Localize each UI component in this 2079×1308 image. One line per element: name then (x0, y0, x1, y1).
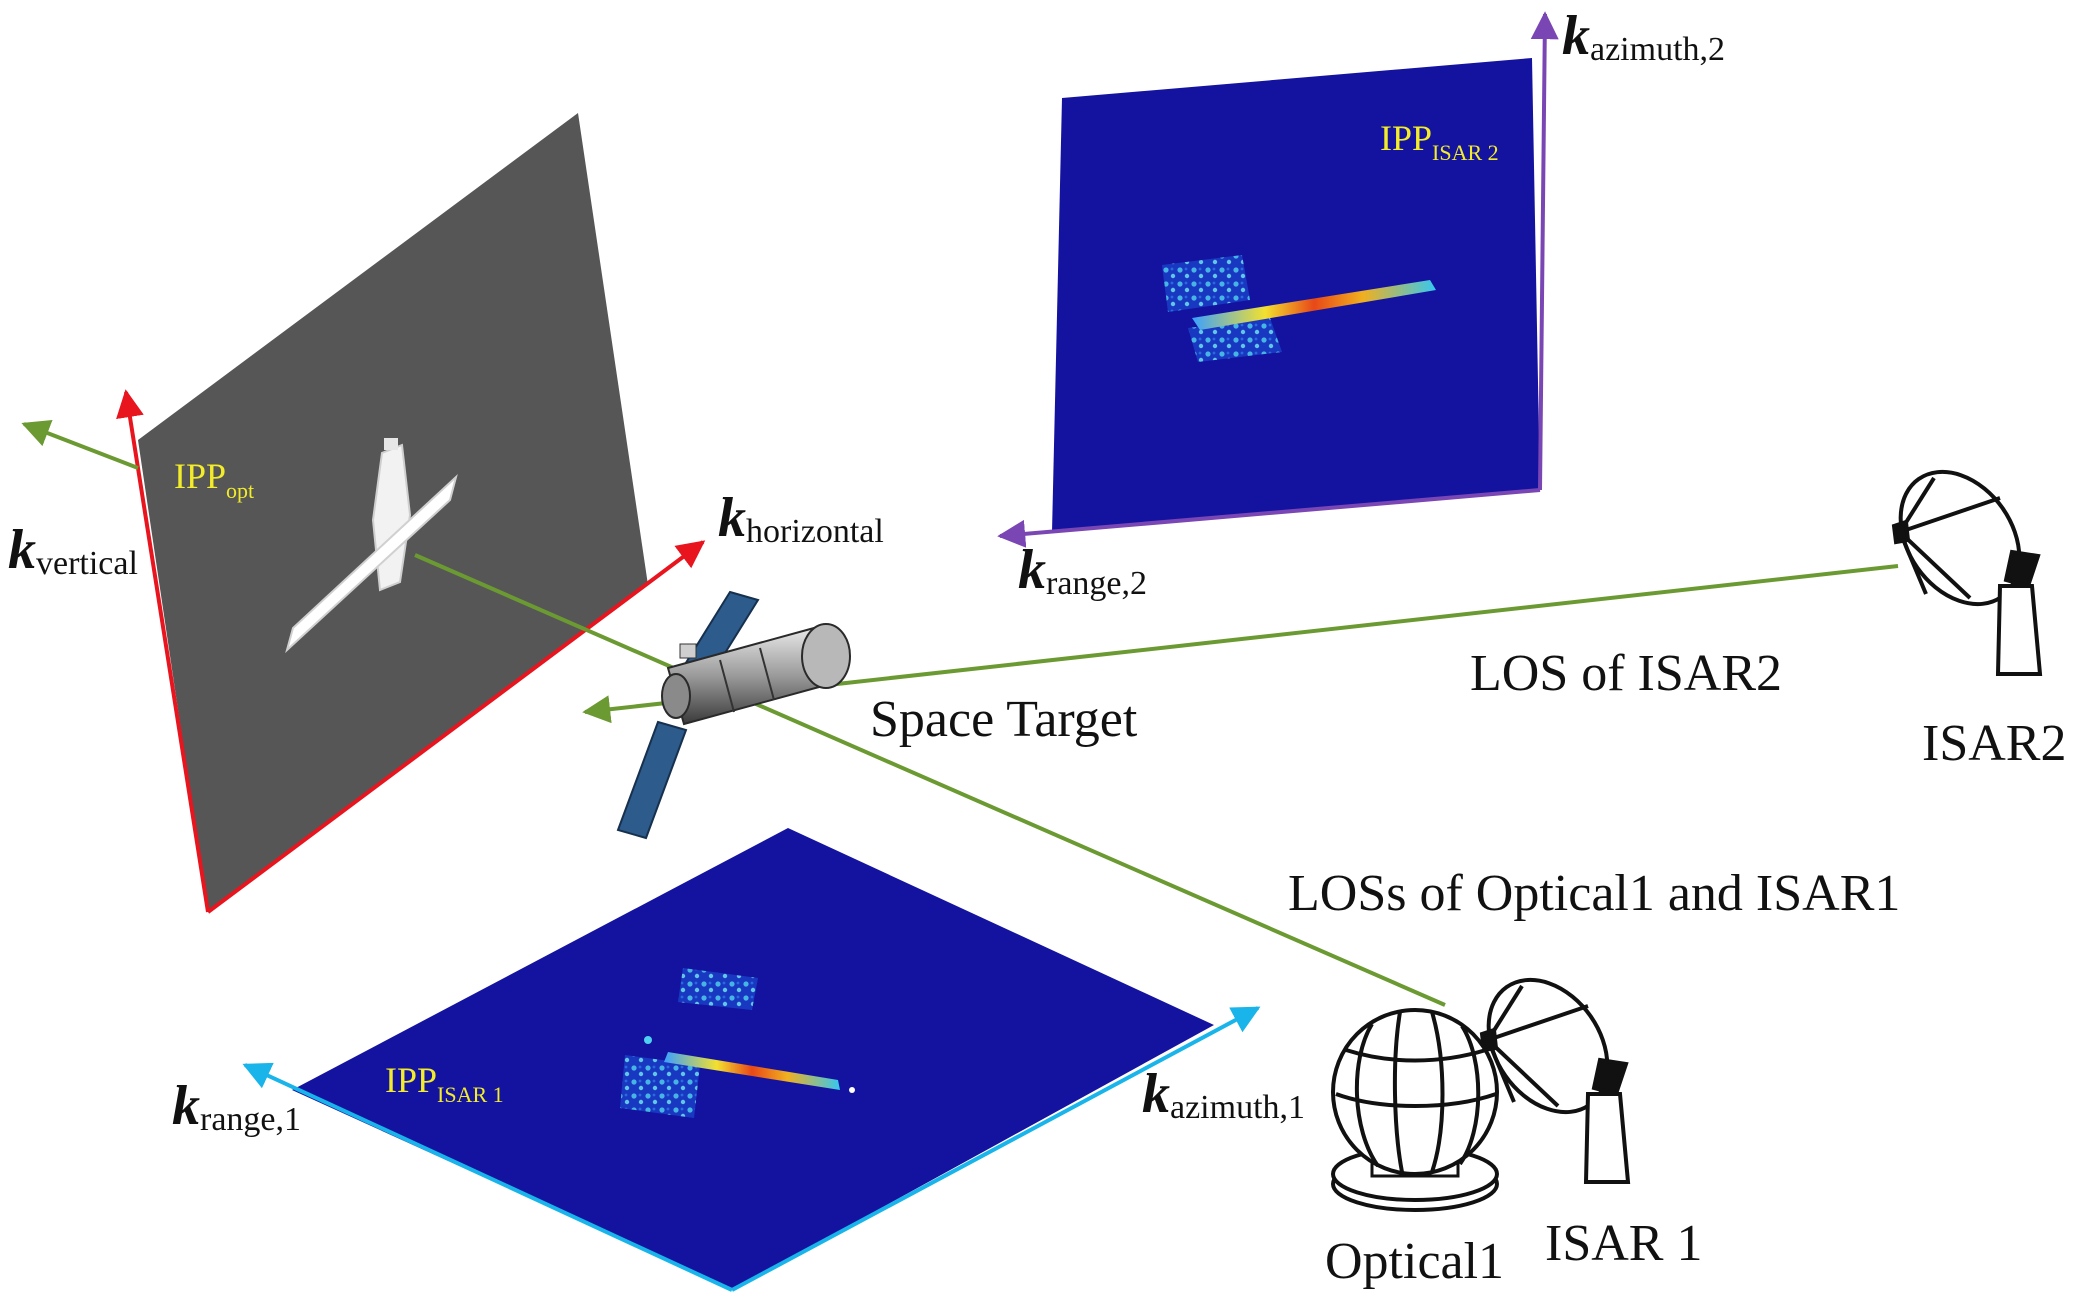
isar1-label: ISAR 1 (1545, 1215, 1702, 1272)
k-horizontal-label: khorizontal (718, 487, 884, 550)
isar1-plane-surface (292, 828, 1214, 1290)
isar2-image-plane: IPPISAR 2 (997, 11, 1559, 548)
range-1-axis-line (242, 1062, 733, 1292)
satellite-end-cap (801, 623, 851, 689)
ipp-isar2-label: IPPISAR 2 (1380, 118, 1499, 165)
solar-panel-lower (616, 720, 688, 840)
los-isar2-label: LOS of ISAR2 (1470, 645, 1782, 702)
k-vertical-label: kvertical (8, 519, 138, 582)
ipp-opt-main: IPP (174, 456, 226, 496)
k-range-1-label: krange,1 (172, 1075, 301, 1138)
los-optical1-isar1-line (414, 553, 1446, 1007)
isar1-image-plane: IPPISAR 1 (242, 828, 1261, 1292)
optical1-label: Optical1 (1325, 1233, 1504, 1290)
optical-image-plane: IPPopt (116, 113, 706, 914)
satellite-docking-port (661, 673, 691, 719)
isar1-radar-dish-icon (1479, 977, 1631, 1184)
k-azimuth-1-label: kazimuth,1 (1142, 1063, 1305, 1126)
space-target-label: Space Target (870, 691, 1138, 748)
vertical-axis-line (116, 389, 210, 913)
range-2-axis-line (997, 488, 1541, 548)
isar1-target-image (620, 968, 855, 1118)
los-optical1-isar1-label: LOSs of Optical1 and ISAR1 (1288, 865, 1900, 922)
k-range-2-label: krange,2 (1018, 539, 1147, 602)
ipp-isar2-main: IPP (1380, 118, 1432, 158)
ipp-isar1-label: IPPISAR 1 (385, 1060, 504, 1107)
horizontal-axis-line (206, 540, 706, 914)
telescope-dome (1331, 1008, 1499, 1176)
isar2-target-image (1162, 255, 1436, 362)
ipp-opt-label: IPPopt (174, 456, 254, 503)
k-azimuth-2-label: kazimuth,2 (1562, 5, 1725, 68)
optical-vertical-green-axis (21, 420, 139, 470)
optical-telescope-icon (1331, 1008, 1499, 1212)
ipp-isar1-sub: ISAR 1 (437, 1082, 504, 1107)
optical-satellite-image (285, 438, 458, 654)
radar-dish-icon (1891, 469, 2043, 676)
azimuth-2-axis-line (1530, 11, 1559, 491)
ipp-isar1-main: IPP (385, 1060, 437, 1100)
ipp-isar2-sub: ISAR 2 (1432, 140, 1499, 165)
azimuth-1-axis-line (731, 1006, 1261, 1292)
ipp-opt-sub: opt (226, 478, 254, 503)
isar2-label: ISAR2 (1922, 715, 2066, 772)
satellite-icon (616, 590, 851, 840)
isar2-plane-surface (1052, 58, 1540, 532)
